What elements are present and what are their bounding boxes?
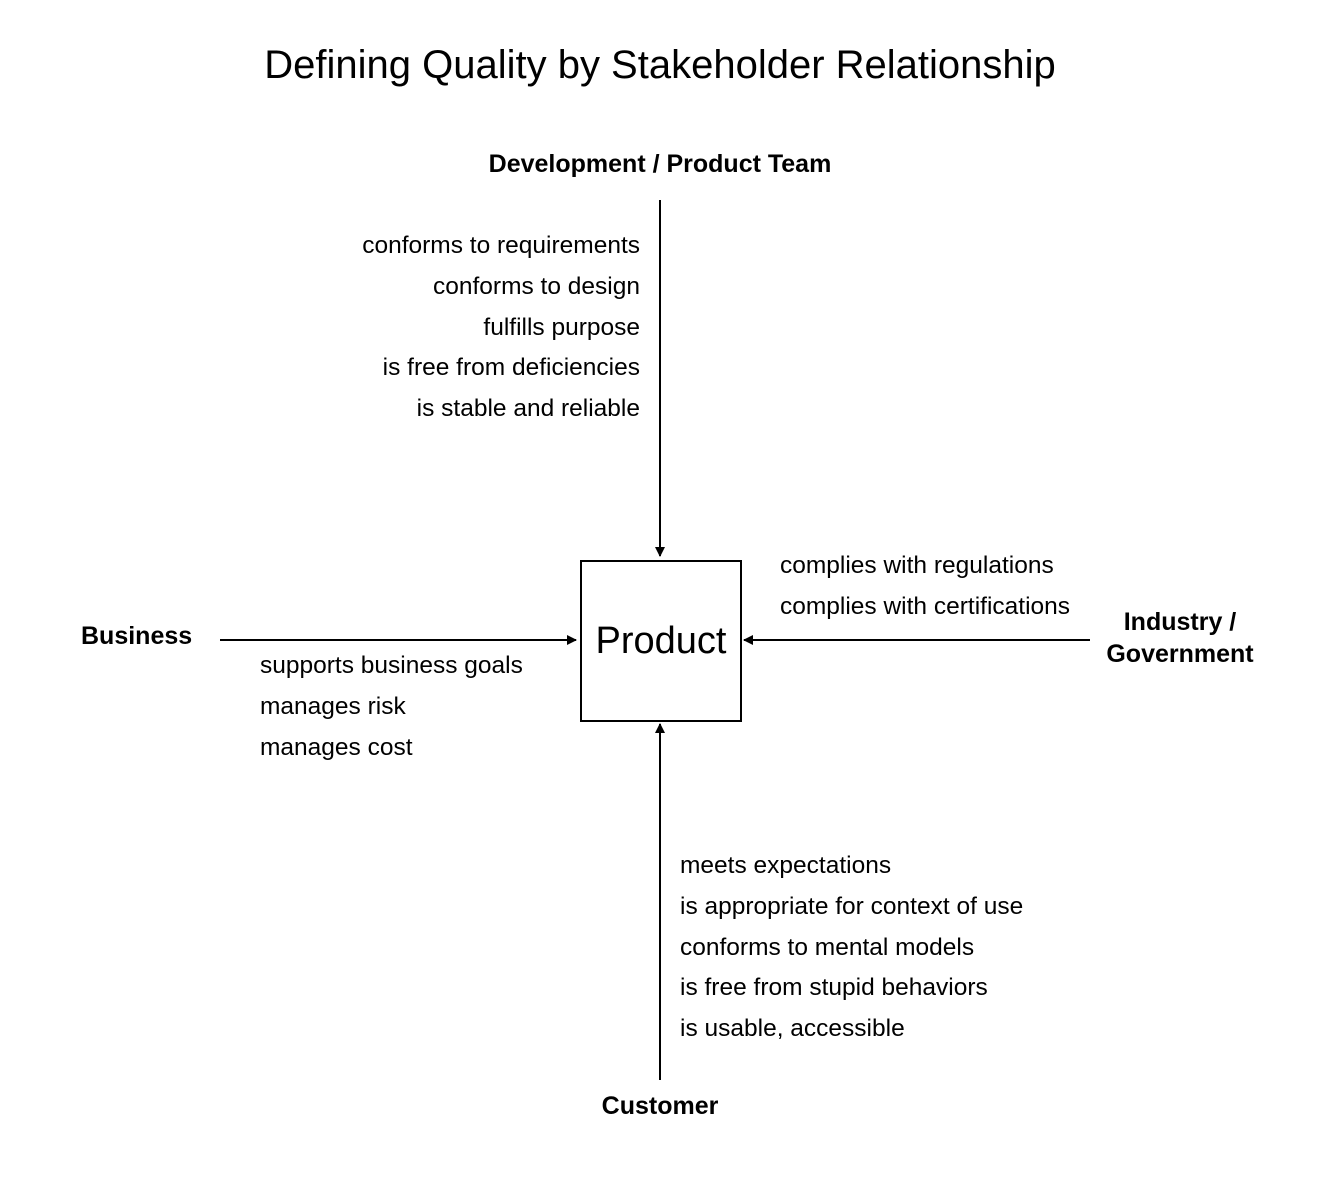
attribute-item: is stable and reliable (416, 395, 640, 423)
product-label: Product (595, 620, 727, 662)
development-attributes: conforms to requirements conforms to des… (240, 226, 640, 430)
stakeholder-industry-label-line2: Government (1106, 640, 1254, 668)
business-attributes: supports business goals manages risk man… (260, 646, 523, 768)
customer-attributes: meets expectations is appropriate for co… (680, 846, 1023, 1050)
attribute-item: conforms to design (433, 272, 640, 300)
attribute-item: is free from deficiencies (382, 354, 640, 382)
diagram-title: Defining Quality by Stakeholder Relation… (264, 43, 1056, 87)
industry-attributes: complies with regulations complies with … (780, 546, 1070, 628)
stakeholder-industry-label: Industry / Government (1090, 606, 1270, 670)
stakeholder-industry-label-line1: Industry / (1123, 608, 1237, 636)
stakeholder-business-label: Business (81, 622, 193, 650)
attribute-item: is free from stupid behaviors (680, 974, 988, 1002)
attribute-item: is appropriate for context of use (680, 892, 1024, 920)
attribute-item: complies with regulations (780, 552, 1054, 579)
attribute-item: conforms to requirements (362, 232, 640, 259)
stakeholder-customer-label: Customer (601, 1092, 719, 1120)
attribute-item: conforms to mental models (680, 933, 975, 961)
attribute-item: is usable, accessible (680, 1015, 905, 1043)
attribute-item: complies with certifications (780, 592, 1071, 620)
attribute-item: meets expectations (680, 852, 892, 879)
product-box: Product (580, 560, 742, 722)
attribute-item: manages cost (260, 733, 413, 761)
stakeholder-development-label: Development / Product Team (488, 150, 832, 178)
attribute-item: supports business goals (260, 652, 523, 679)
attribute-item: fulfills purpose (483, 313, 640, 341)
attribute-item: manages risk (260, 692, 406, 720)
